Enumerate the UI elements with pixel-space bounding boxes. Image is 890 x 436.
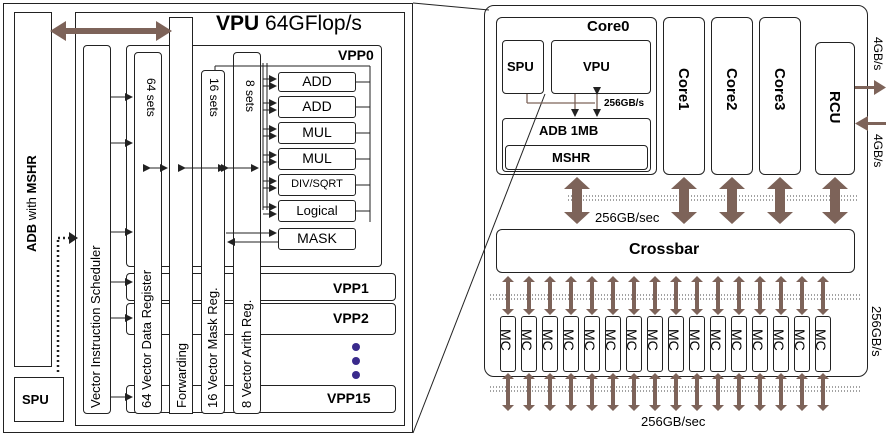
mc-double-arrow <box>565 276 577 315</box>
unit-output-lines <box>214 65 371 222</box>
mc-double-arrow <box>817 276 829 315</box>
core2-block <box>711 17 753 175</box>
mc-double-arrow <box>523 373 535 411</box>
mc-double-arrow <box>754 373 766 411</box>
mc-double-arrow <box>754 276 766 315</box>
core0-mshr-block <box>505 145 648 170</box>
core1-block <box>663 17 705 175</box>
core0-spu-label: SPU <box>507 59 534 74</box>
mc-double-arrow <box>544 373 556 411</box>
mc-double-arrow <box>628 373 640 411</box>
vector-mask-reg <box>201 70 225 414</box>
crossbar-label: Crossbar <box>629 241 700 258</box>
mc-double-arrow <box>523 276 535 315</box>
memory-controller: MC <box>498 316 516 372</box>
crossbar-bandwidth: 256GB/sec <box>595 210 660 225</box>
vpp0-label: VPP0 <box>338 47 374 63</box>
mc-double-arrow <box>502 373 514 411</box>
mul-unit: MUL <box>278 148 356 170</box>
memory-controller: MC <box>582 316 600 372</box>
memory-controller: MC <box>792 316 810 372</box>
memory-controller: MC <box>603 316 621 372</box>
core3-block <box>759 17 801 175</box>
core0-label: Core0 <box>587 18 630 35</box>
div-sqrt-unit: DIV/SQRT <box>278 174 356 196</box>
memory-controller: MC <box>771 316 789 372</box>
mc-double-arrow <box>607 276 619 315</box>
mc-double-arrow <box>712 373 724 411</box>
vpu-title: VPU 64GFlop/s <box>216 12 362 35</box>
instruction-scheduler <box>83 45 111 414</box>
core0-spu-block <box>502 40 544 94</box>
lane-ellipsis-dot <box>352 357 360 365</box>
mc-double-arrow <box>733 276 745 315</box>
vector-data-register <box>134 52 162 414</box>
adb-scheduler-arrowhead <box>69 232 78 244</box>
lane-ellipsis-dot <box>352 343 360 351</box>
rcu-block <box>815 42 855 175</box>
mc-double-arrow <box>565 373 577 411</box>
zoom-line <box>412 93 546 434</box>
mc-double-arrow <box>649 276 661 315</box>
mc-double-arrow <box>733 373 745 411</box>
mc-double-arrow <box>586 276 598 315</box>
bottom-bandwidth: 256GB/sec <box>641 414 706 429</box>
memory-controller: MC <box>540 316 558 372</box>
mc-double-arrow <box>628 276 640 315</box>
mc-double-arrow <box>670 276 682 315</box>
core0-vpu-label: VPU <box>583 59 610 74</box>
core0-mshr-label: MSHR <box>552 150 591 165</box>
memory-controller: MC <box>519 316 537 372</box>
mask-unit: MASK <box>278 228 356 250</box>
add-unit: ADD <box>278 72 356 92</box>
mc-double-arrow <box>544 276 556 315</box>
mc-double-arrow <box>796 373 808 411</box>
mc-double-arrow <box>796 276 808 315</box>
memory-controller: MC <box>813 316 831 372</box>
vpu-spu-block <box>14 377 64 422</box>
mc-double-arrow <box>502 276 514 315</box>
core0-adb-label: ADB 1MB <box>539 123 599 138</box>
zoom-line <box>412 2 490 11</box>
memory-controller: MC <box>645 316 663 372</box>
mc-double-arrow <box>691 373 703 411</box>
core0-internal-arrows <box>526 87 601 117</box>
vpp15-label: VPP15 <box>327 390 371 406</box>
crossbar-block <box>496 229 855 273</box>
mc-double-arrow <box>670 373 682 411</box>
mc-double-arrow <box>607 373 619 411</box>
mc-double-arrow <box>775 373 787 411</box>
memory-controller: MC <box>624 316 642 372</box>
mul-unit: MUL <box>278 122 356 144</box>
memory-controller: MC <box>708 316 726 372</box>
memory-controller: MC <box>750 316 768 372</box>
memory-controller: MC <box>729 316 747 372</box>
vpu-spu-label: SPU <box>22 392 49 407</box>
unit-input-lines <box>262 63 277 218</box>
vpp2-label: VPP2 <box>333 310 369 326</box>
memory-controller: MC <box>687 316 705 372</box>
mc-double-arrow <box>691 276 703 315</box>
logical-unit: Logical <box>278 200 356 222</box>
add-unit: ADD <box>278 96 356 118</box>
adb-vpu-arrow <box>50 21 172 41</box>
adb-block <box>14 12 52 367</box>
core0-vpu-block <box>551 40 651 94</box>
rcu-io-arrows <box>855 80 886 131</box>
forwarding-block <box>169 17 193 414</box>
core-crossbar-arrows <box>564 177 848 224</box>
mc-double-arrow <box>817 373 829 411</box>
bus-dotted-lines <box>490 195 860 392</box>
mc-double-arrow <box>649 373 661 411</box>
vpp1-label: VPP1 <box>333 280 369 296</box>
mc-arrows <box>502 276 829 411</box>
memory-controller: MC <box>561 316 579 372</box>
memory-controller: MC <box>666 316 684 372</box>
core0-bandwidth: 256GB/s <box>604 98 645 109</box>
mc-double-arrow <box>586 373 598 411</box>
mc-double-arrow <box>775 276 787 315</box>
mc-double-arrow <box>712 276 724 315</box>
lane-ellipsis-dot <box>352 371 360 379</box>
